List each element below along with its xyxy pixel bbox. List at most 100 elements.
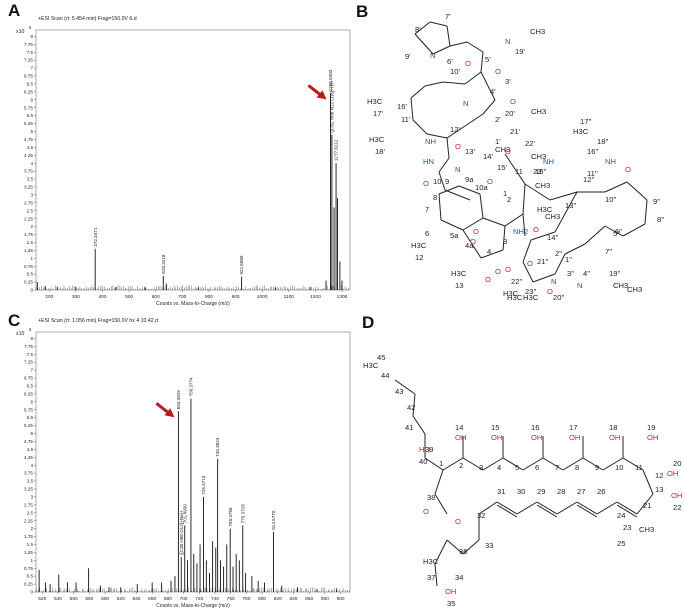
- bond-line: [429, 21, 448, 27]
- atom-label: 14'': [547, 233, 559, 242]
- polyene-bond: [556, 501, 578, 515]
- atom-label: 23': [533, 167, 543, 176]
- mass-spectrum-c: +ESI Scan (rt: 1.056 min) Frag=150.0V hx…: [16, 318, 351, 609]
- atom-label: 3': [505, 77, 511, 86]
- atom-label: 14: [455, 423, 463, 432]
- atom-label: 10: [615, 463, 623, 472]
- atom-label: HO: [419, 445, 430, 454]
- x-tick-label: 660: [148, 596, 156, 602]
- y-tick-label: 2: [30, 526, 33, 531]
- atom-label: 12'': [583, 175, 595, 184]
- y-tick-label: 1: [30, 256, 33, 261]
- peak-label: 372.3471: [93, 227, 98, 247]
- atom-label: 19'': [609, 269, 621, 278]
- atom-label: 22'': [511, 277, 523, 286]
- atom-label: O: [465, 59, 471, 68]
- y-tick-label: 5.25: [24, 423, 33, 428]
- y-tick-label: 6.25: [24, 391, 33, 396]
- bond-line: [554, 191, 578, 233]
- x-tick-label: 1100: [284, 294, 295, 300]
- atom-label: 43: [395, 387, 403, 396]
- atom-label: 13': [465, 147, 475, 156]
- bond-line: [480, 249, 504, 259]
- x-tick-label: 900: [337, 596, 345, 602]
- bond-line: [502, 225, 506, 251]
- atom-label: CH3: [531, 107, 546, 116]
- y-tick-label: 5.75: [24, 105, 33, 110]
- atom-label: 45: [377, 353, 385, 362]
- atom-label: 37: [427, 573, 435, 582]
- atom-label: 13'': [565, 201, 577, 210]
- bond-line: [604, 181, 628, 193]
- y-tick-label: 4.75: [24, 137, 33, 142]
- bond-line: [464, 113, 484, 127]
- bond-line: [458, 185, 481, 195]
- atom-label: NH: [543, 157, 554, 166]
- atom-label: H3C: [523, 293, 539, 302]
- atom-label: 7': [445, 12, 451, 21]
- y-tick-label: 6.5: [27, 384, 34, 389]
- atom-label: H3C: [573, 127, 589, 136]
- y-tick-label: 3.75: [24, 169, 33, 174]
- x-tick-label: 800: [258, 596, 266, 602]
- y-tick-label: 7.25: [24, 360, 33, 365]
- atom-label: OH: [647, 433, 658, 442]
- atom-label: 21': [510, 127, 520, 136]
- atom-label: 3: [479, 463, 483, 472]
- atom-label: 15: [491, 423, 499, 432]
- y-tick-label: 5: [30, 129, 33, 134]
- atom-label: 10'': [605, 195, 617, 204]
- bond-line: [622, 223, 646, 237]
- bond-line: [432, 45, 451, 55]
- panel-b-letter: B: [356, 2, 369, 21]
- chain-bond: [462, 457, 484, 471]
- red-arrow-head: [316, 90, 327, 100]
- atom-label: 24: [617, 511, 625, 520]
- atom-label: OH: [667, 469, 678, 478]
- bond-line: [522, 239, 532, 263]
- atom-label: 16'': [587, 147, 599, 156]
- atom-label: N: [577, 281, 582, 290]
- y-tick-label: 2.5: [27, 510, 34, 515]
- y-tick-label: 5: [30, 431, 33, 436]
- y-tick-label: 3.5: [27, 479, 34, 484]
- peak-label: 628.3218: [161, 254, 166, 274]
- atom-label: 23'': [525, 287, 537, 296]
- atom-label: 15': [497, 163, 507, 172]
- atom-label: 6'': [615, 227, 623, 236]
- bond-line: [414, 21, 431, 35]
- atom-label: O: [455, 142, 461, 151]
- bond-line: [626, 181, 648, 201]
- x-tick-label: 1000: [257, 294, 268, 300]
- atom-label: O: [473, 227, 479, 236]
- atom-label: 4: [497, 463, 501, 472]
- atom-label: H3C: [411, 241, 427, 250]
- atom-label: H3C: [507, 293, 523, 302]
- atom-label: 33: [485, 541, 493, 550]
- atom-label: CH3: [627, 285, 642, 294]
- atom-label: 41: [405, 423, 413, 432]
- x-tick-label: 860: [305, 596, 313, 602]
- x-tick-label: 540: [54, 596, 62, 602]
- peak-label: 743.3824: [215, 437, 220, 457]
- atom-label: 20': [505, 109, 515, 118]
- y-tick-label: 7.5: [27, 50, 34, 55]
- atom-label: O: [423, 507, 429, 516]
- y-tick-label: 4.5: [27, 447, 34, 452]
- plot-frame: [35, 331, 351, 593]
- atom-label: O: [495, 267, 501, 276]
- atom-label: 10': [450, 67, 460, 76]
- y-tick-label: 6.75: [24, 376, 33, 381]
- x-tick-label: 820: [274, 596, 282, 602]
- bond-line: [446, 125, 466, 139]
- polyene-double-bond: [536, 504, 558, 518]
- atom-label: CH3: [639, 525, 654, 534]
- atom-label: 10: [433, 177, 441, 186]
- y-tick-label: 4.25: [24, 455, 33, 460]
- x-tick-label: 400: [99, 294, 107, 300]
- y-tick-label: 8: [30, 34, 33, 39]
- atom-label: N: [463, 99, 468, 108]
- bond-line: [446, 25, 451, 47]
- panel-c-letter: C: [8, 311, 21, 330]
- y-tick-label: 3.25: [24, 487, 33, 492]
